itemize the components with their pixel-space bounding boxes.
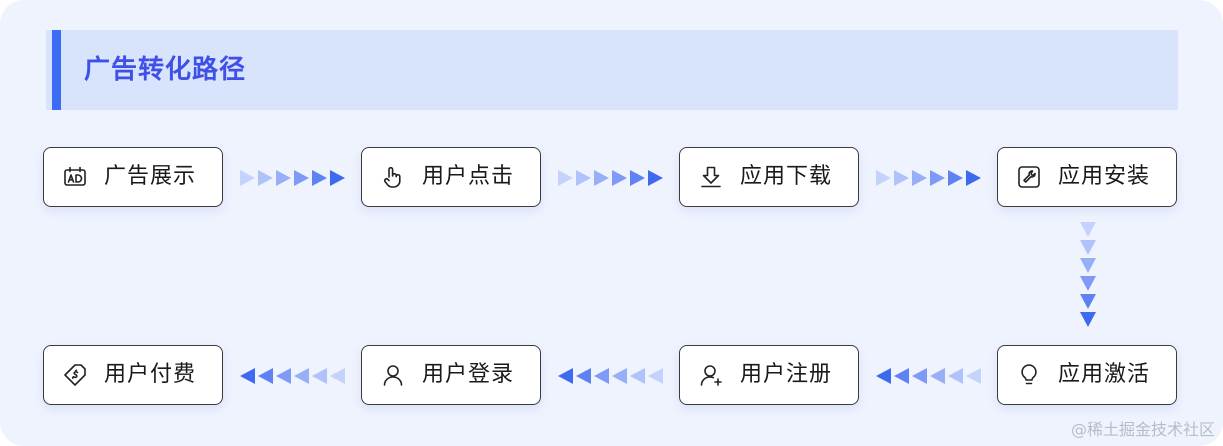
title-accent-bar [52, 30, 61, 110]
node-label: 应用安装 [1058, 164, 1151, 189]
title-banner: 广告转化路径 [46, 30, 1178, 110]
lightbulb-icon [1016, 362, 1042, 388]
node-user-click: 用户点击 [361, 147, 541, 207]
node-app-activate: 应用激活 [997, 345, 1177, 405]
flow-arrow-right-3 [876, 168, 984, 188]
node-user-payment: 用户付费 [43, 345, 223, 405]
node-ad-display: 广告展示 [43, 147, 223, 207]
wrench-icon [1016, 164, 1042, 190]
node-label: 应用激活 [1058, 362, 1151, 387]
node-label: 用户登录 [422, 362, 515, 387]
node-app-download: 应用下载 [679, 147, 859, 207]
node-label: 用户付费 [104, 362, 197, 387]
node-user-login: 用户登录 [361, 345, 541, 405]
flow-arrow-right-1 [240, 168, 348, 188]
user-add-icon [698, 362, 724, 388]
node-label: 应用下载 [740, 164, 833, 189]
node-label: 广告展示 [104, 164, 197, 189]
flow-arrow-left-1 [876, 366, 984, 386]
diagram-title: 广告转化路径 [84, 55, 247, 85]
flow-arrow-down [1078, 222, 1098, 332]
node-label: 用户点击 [422, 164, 515, 189]
watermark-text: @稀土掘金技术社区 [1070, 420, 1215, 439]
node-app-install: 应用安装 [997, 147, 1177, 207]
flow-arrow-left-2 [558, 366, 666, 386]
flow-arrow-left-3 [240, 366, 348, 386]
download-icon [698, 164, 724, 190]
ad-icon [62, 164, 88, 190]
node-user-register: 用户注册 [679, 345, 859, 405]
flow-arrow-right-2 [558, 168, 666, 188]
pointer-hand-icon [380, 164, 406, 190]
user-icon [380, 362, 406, 388]
money-tag-icon [62, 362, 88, 388]
node-label: 用户注册 [740, 362, 833, 387]
